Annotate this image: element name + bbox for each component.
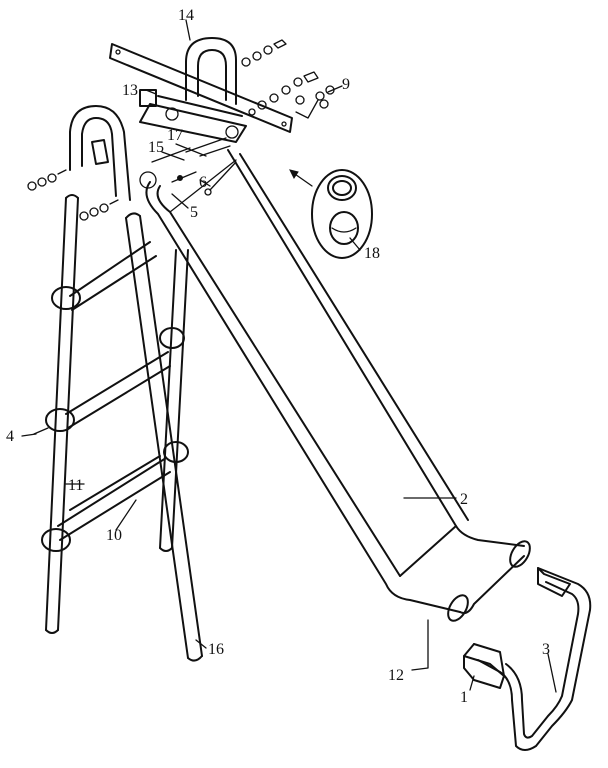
top-crossbar: [109, 37, 335, 133]
callout-14: 14: [178, 7, 194, 24]
callout-1: 1: [460, 689, 468, 706]
callout-labels: 14 13 9 17 15 6 5 18 4 11 2 10 16 3 12 1: [6, 7, 550, 706]
callout-17: 17: [167, 127, 183, 144]
detail-inset: [289, 169, 373, 259]
slide-exit-stand: [463, 567, 592, 751]
callout-4: 4: [6, 428, 14, 445]
callout-13: 13: [122, 82, 138, 99]
callout-5: 5: [190, 204, 198, 221]
ladder-frame: [27, 105, 203, 662]
bolt-set-left: [27, 169, 119, 221]
callout-9: 9: [342, 76, 350, 93]
callout-11: 11: [68, 477, 83, 494]
callout-18: 18: [364, 245, 380, 262]
leader-lines: [21, 19, 557, 693]
bolt-set-upper: [241, 39, 335, 119]
slide-top-mount: [139, 89, 247, 196]
slide-bed: [139, 149, 531, 622]
callout-3: 3: [542, 641, 550, 658]
callout-12: 12: [388, 667, 404, 684]
callout-10: 10: [106, 527, 122, 544]
callout-6: 6: [199, 174, 207, 191]
callout-15: 15: [148, 139, 164, 156]
callout-2: 2: [460, 491, 468, 508]
callout-16: 16: [208, 641, 224, 658]
